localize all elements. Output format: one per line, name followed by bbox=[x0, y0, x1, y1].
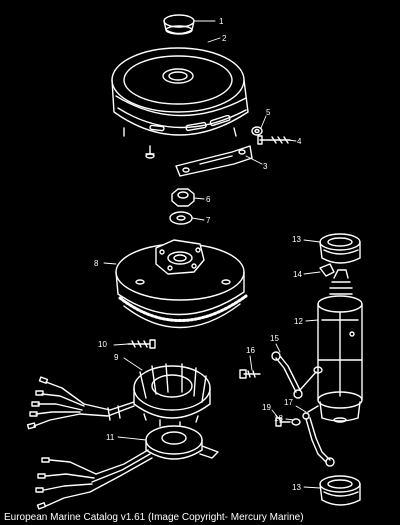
label-part-13-bottom: 13 bbox=[292, 483, 301, 492]
label-part-6: 6 bbox=[206, 195, 211, 204]
part-lock-washer bbox=[291, 418, 301, 426]
label-part-11: 11 bbox=[106, 433, 115, 442]
label-part-2: 2 bbox=[222, 34, 227, 43]
label-part-18: 18 bbox=[274, 414, 283, 423]
label-part-3: 3 bbox=[263, 162, 268, 171]
label-part-7: 7 bbox=[206, 216, 211, 225]
leader-lines bbox=[103, 20, 321, 489]
label-part-9: 9 bbox=[114, 353, 119, 362]
part-stator bbox=[26, 363, 211, 430]
label-part-13-top: 13 bbox=[292, 235, 301, 244]
part-starter-motor bbox=[317, 269, 363, 423]
part-flywheel bbox=[115, 239, 248, 329]
part-bolt bbox=[239, 369, 261, 379]
label-part-14: 14 bbox=[293, 270, 302, 279]
label-part-12: 12 bbox=[294, 317, 303, 326]
part-cap bbox=[163, 14, 195, 35]
part-number-labels: 1 2 3 4 5 6 7 8 9 10 11 12 13 14 15 16 1… bbox=[94, 17, 303, 492]
part-trigger bbox=[35, 425, 219, 510]
part-clip bbox=[319, 263, 335, 277]
part-boot-bottom bbox=[319, 475, 361, 506]
label-part-1: 1 bbox=[219, 17, 224, 26]
part-washer bbox=[251, 126, 263, 136]
catalog-caption: European Marine Catalog v1.61 (Image Cop… bbox=[4, 512, 304, 523]
part-cable bbox=[271, 351, 323, 399]
label-part-16: 16 bbox=[246, 346, 255, 355]
label-part-15: 15 bbox=[270, 334, 279, 343]
part-flywheel-cover bbox=[111, 47, 249, 159]
label-part-4: 4 bbox=[297, 137, 302, 146]
label-part-10: 10 bbox=[98, 340, 107, 349]
label-part-19: 19 bbox=[262, 403, 271, 412]
part-nut bbox=[171, 188, 195, 207]
part-screw bbox=[257, 135, 291, 145]
label-part-5: 5 bbox=[266, 108, 271, 117]
label-part-17: 17 bbox=[284, 398, 293, 407]
label-part-8: 8 bbox=[94, 259, 99, 268]
part-boot-top bbox=[319, 233, 361, 264]
part-bracket bbox=[175, 145, 253, 177]
part-flat-washer bbox=[169, 211, 193, 225]
part-ground-lead bbox=[302, 405, 335, 467]
part-stator-screw bbox=[127, 339, 156, 349]
